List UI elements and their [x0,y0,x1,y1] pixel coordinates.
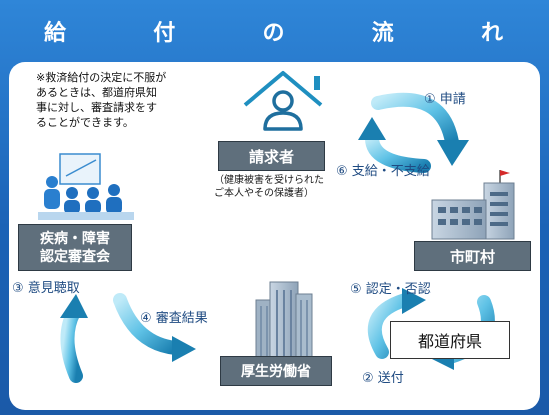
municipality-box: 市町村 [414,241,531,271]
council-box-line: 疾病・障害 [40,230,110,247]
appeal-note: ※救済給付の決定に不服が あるときは、都道府県知 事に対し、審査請求をす ること… [36,70,216,130]
step-apply-label: ① 申請 [424,92,466,107]
note-line: ることができます。 [36,116,134,129]
title-char: 付 [153,21,178,46]
note-line: ※救済給付の決定に不服が [36,71,167,84]
claimant-subtitle: （健康被害を受けられた ご本人やその保護者） [214,174,324,200]
city-hall-icon [431,170,515,240]
review-result-arrow [113,293,196,362]
ministry-building-icon [255,281,313,363]
title-bar: 給 付 の 流 れ [0,0,549,62]
step-send-label: ② 送付 [362,371,404,386]
note-line: 事に対し、審査請求をす [36,101,157,114]
claimant-subtitle-line: （健康被害を受けられた [214,175,324,186]
title-char: の [262,21,287,46]
payment-arrow [358,117,431,173]
title-char: れ [480,21,505,46]
step-hearing-label: ③ 意見聴取 [12,281,80,296]
claimant-box: 請求者 [218,141,325,171]
prefecture-box: 都道府県 [390,321,510,359]
claimant-subtitle-line: ご本人やその保護者） [214,188,314,199]
title-char: 流 [371,21,396,46]
ministry-box: 厚生労働省 [220,356,332,386]
certify-arrow [367,288,426,359]
hearing-arrow [60,294,88,383]
step-payment-label: ⑥ 支給・不支給 [336,164,430,179]
house-person-icon [243,71,323,131]
note-line: あるときは、都道府県知 [36,86,157,99]
step-result-label: ④ 審査結果 [140,311,208,326]
title-char: 給 [44,21,69,46]
council-box-line: 認定審査会 [40,248,110,265]
council-meeting-icon [38,153,134,220]
council-box: 疾病・障害 認定審査会 [18,224,132,271]
apply-arrow [371,92,469,166]
step-certify-label: ⑤ 認定・否認 [350,282,431,297]
